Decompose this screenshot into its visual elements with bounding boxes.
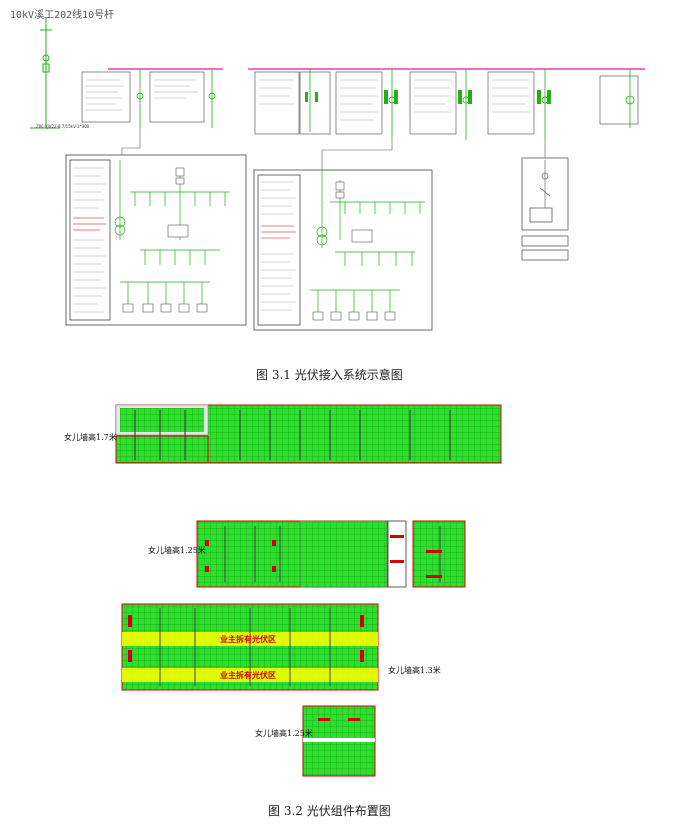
metering-circuit <box>539 160 551 208</box>
pv-box-mid-modules <box>312 181 396 321</box>
switchgear-row <box>81 71 639 135</box>
roof-2 <box>196 520 466 588</box>
wall-height-label-3: 女儿墙高1.3米 <box>388 666 441 675</box>
pv-box-left-text <box>73 167 106 313</box>
owner-zone-label-south: 业主拆有光伏区 <box>220 635 276 644</box>
switchgear-text-lines <box>86 79 530 121</box>
pv-box-mid-text <box>261 181 296 311</box>
connections <box>121 128 546 170</box>
figure1-caption: 图 3.1 光伏接入系统示意图 <box>256 368 403 382</box>
diagram-title: 10kV溪工202线10号杆 <box>10 10 115 21</box>
wall-height-label-4: 女儿墙高1.25米 <box>255 729 313 738</box>
figure2-caption: 图 3.2 光伏组件布置图 <box>268 804 391 818</box>
wall-height-label-2: 女儿墙高1.25米 <box>148 546 206 555</box>
pv-box-left-red-notes <box>73 217 106 231</box>
roof-4 <box>302 705 376 777</box>
wall-height-label-1: 女儿墙高1.7米 <box>64 433 117 442</box>
pv-box-mid-red-notes <box>261 225 296 239</box>
roof-1 <box>115 404 502 464</box>
switchgear-feeders <box>136 69 635 140</box>
incoming-feeder <box>30 18 60 129</box>
svg-text:ZRC-YJV22-8.7/15kV-3*300: ZRC-YJV22-8.7/15kV-3*300 <box>36 124 90 129</box>
owner-zone-label-north: 业主拆有光伏区 <box>220 671 276 680</box>
pv-box-left-modules <box>122 167 208 313</box>
ct-symbols <box>305 90 551 104</box>
roof-3 <box>121 603 379 691</box>
